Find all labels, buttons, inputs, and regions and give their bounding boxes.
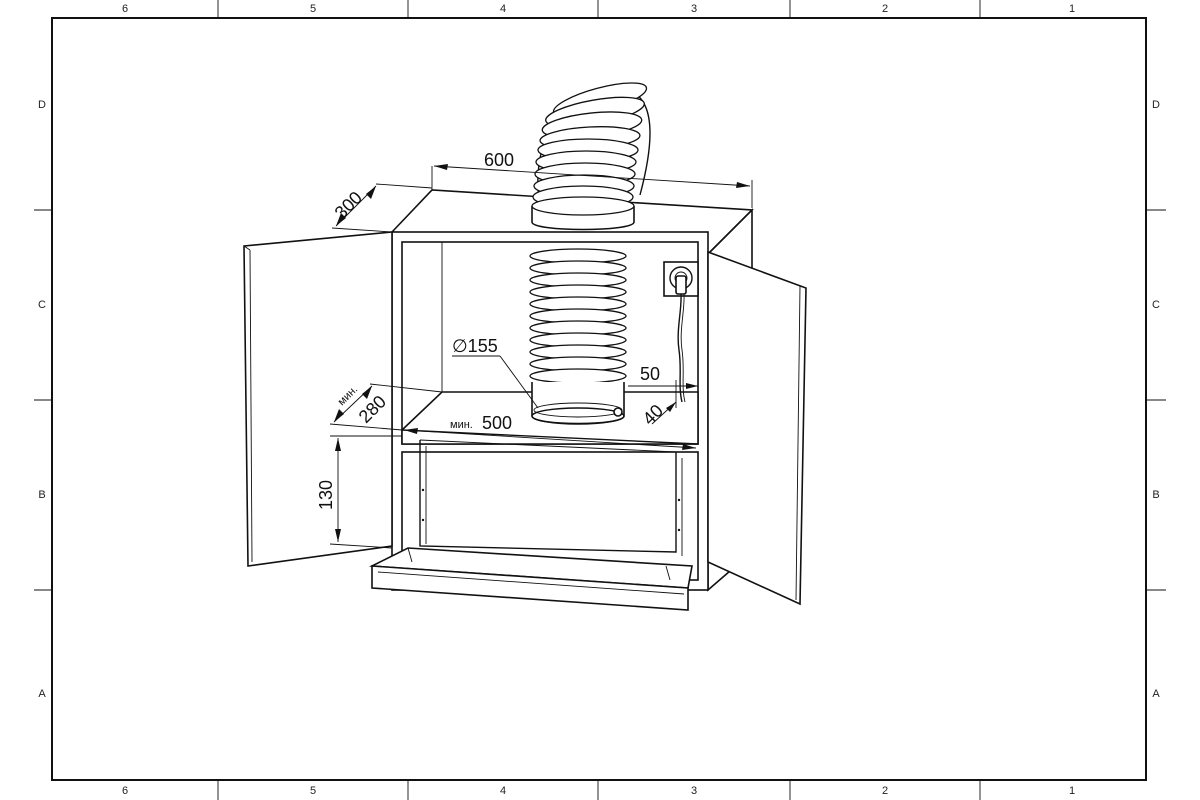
- col-label-top-4: 4: [500, 3, 506, 15]
- right-door: [707, 250, 807, 606]
- col-label-top-5: 5: [310, 3, 316, 15]
- col-label-bottom-4: 4: [500, 785, 506, 797]
- col-label-top-1: 1: [1069, 3, 1075, 15]
- dim-inner-width-prefix: мин.: [450, 419, 473, 431]
- row-label-left-d: D: [38, 99, 46, 111]
- dim-depth: 300: [331, 187, 366, 222]
- cabinet-doors: [243, 231, 807, 606]
- col-label-top-3: 3: [691, 3, 697, 15]
- shelf-front-edge: [401, 429, 699, 445]
- col-label-bottom-3: 3: [691, 785, 697, 797]
- col-label-bottom-1: 1: [1069, 785, 1075, 797]
- row-label-right-a: A: [1152, 688, 1160, 700]
- clamp-screw: [613, 407, 623, 417]
- dim-width: 600: [484, 150, 514, 170]
- duct-spigot-bottom: [531, 407, 625, 425]
- dim-inner-width: 500: [482, 413, 512, 433]
- dim-socket-offset: 50: [640, 364, 660, 384]
- col-label-bottom-6: 6: [122, 785, 128, 797]
- duct-vertical-section: [529, 248, 627, 384]
- col-label-top-2: 2: [882, 3, 888, 15]
- row-label-left-c: C: [38, 299, 46, 311]
- dim-height: 130: [316, 480, 336, 510]
- col-label-bottom-5: 5: [310, 785, 316, 797]
- hood-frame-top: [419, 439, 677, 453]
- row-label-right-d: D: [1152, 99, 1160, 111]
- row-label-right-c: C: [1152, 299, 1160, 311]
- flexible-duct: [529, 82, 651, 425]
- rail-screw: [421, 518, 425, 522]
- col-label-top-6: 6: [122, 3, 128, 15]
- hood-slider-right: [665, 565, 671, 581]
- leader-duct-diameter: [499, 355, 539, 409]
- plug: [675, 275, 687, 295]
- col-label-bottom-2: 2: [882, 785, 888, 797]
- row-label-right-b: B: [1152, 489, 1159, 501]
- left-door-edge: [243, 245, 251, 251]
- hood-slider-left: [407, 547, 413, 563]
- right-door-edge: [799, 285, 807, 289]
- right-door-thickness: [795, 285, 801, 601]
- power-socket: [663, 261, 699, 403]
- rail-screw: [677, 528, 681, 532]
- inner-border: [51, 17, 1147, 781]
- drawing-frame: 6 5 4 3 2 1 6 5 4 3 2 1 D C B A D C B A: [34, 0, 1166, 800]
- dim-line-inner-width: [403, 429, 697, 449]
- power-cable: [677, 293, 683, 403]
- rail-screw: [421, 488, 425, 492]
- rail-screw: [677, 498, 681, 502]
- dim-line-width: [433, 165, 751, 187]
- hood-front-panel-inner: [377, 571, 685, 595]
- left-door: [243, 231, 393, 567]
- dimension-lines: [329, 164, 753, 549]
- row-label-left-a: A: [38, 688, 46, 700]
- hood-frame: [419, 440, 677, 553]
- dim-duct-diameter: ∅155: [452, 336, 498, 356]
- row-label-left-b: B: [38, 489, 45, 501]
- left-door-thickness: [249, 249, 253, 563]
